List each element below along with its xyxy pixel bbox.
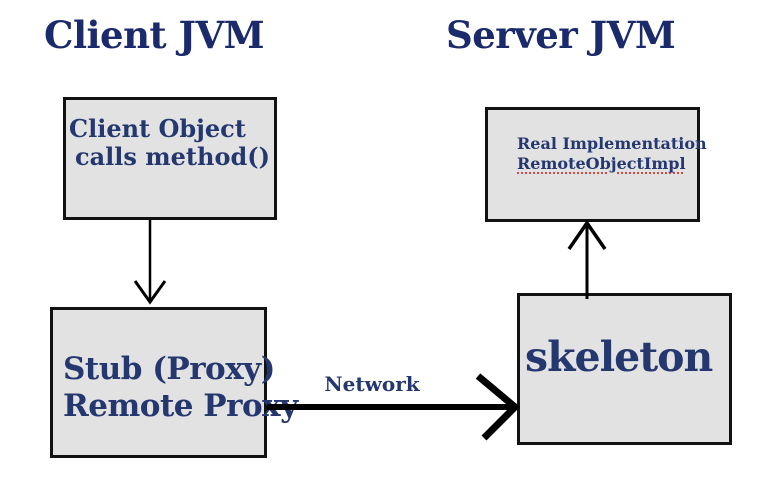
skeleton-box: skeleton (517, 293, 732, 445)
client-to-stub-arrow-icon (133, 220, 167, 305)
client-object-line1: Client Object (69, 114, 246, 143)
stub-line2: Remote Proxy (63, 388, 298, 424)
real-implementation-line1: Real Implementation (517, 134, 707, 153)
real-implementation-box: Real Implementation RemoteObjectImpl (485, 107, 707, 222)
client-object-box: Client Object calls method() (63, 97, 277, 220)
client-jvm-title: Client JVM (44, 13, 265, 57)
real-implementation-line2: RemoteObjectImpl (517, 154, 686, 173)
stub-proxy-box: Stub (Proxy) Remote Proxy (50, 307, 298, 458)
skeleton-label: skeleton (525, 333, 713, 381)
network-label: Network (324, 372, 420, 396)
skeleton-to-implementation-arrow-icon (567, 219, 607, 299)
server-jvm-title: Server JVM (446, 13, 676, 57)
stub-line1: Stub (Proxy) (63, 351, 275, 387)
client-object-line2: calls method() (75, 142, 270, 171)
